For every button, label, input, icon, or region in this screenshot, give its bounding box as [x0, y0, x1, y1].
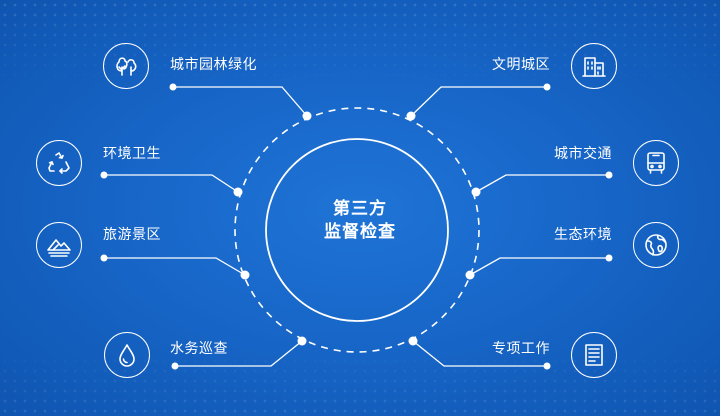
bus-icon: [633, 140, 679, 186]
node-label-sanitation: 环境卫生: [103, 146, 161, 162]
node-label-special: 专项工作: [492, 341, 550, 357]
connector-civilized: [410, 86, 547, 117]
recycle-icon: [36, 140, 82, 186]
connector-landscaping: [173, 86, 308, 117]
end-dot: [543, 362, 551, 370]
end-dot: [100, 254, 108, 262]
connector-water: [175, 340, 303, 367]
mountain-icon: [36, 222, 82, 268]
end-dot: [171, 362, 179, 370]
globe-icon: [633, 222, 679, 268]
ring-dot: [297, 336, 307, 346]
ring-dot: [302, 111, 312, 121]
end-dot: [605, 254, 613, 262]
center-title-line1: 第三方: [333, 199, 387, 219]
ring-dot: [240, 270, 250, 280]
ring-dot: [408, 336, 418, 346]
connector-traffic: [475, 174, 609, 193]
end-dot: [100, 171, 108, 179]
connector-ecology: [469, 257, 609, 276]
center-title-line2: 监督检查: [324, 222, 396, 242]
connector-sanitation: [104, 174, 239, 193]
water-drop-icon: [104, 332, 150, 378]
node-label-civilized: 文明城区: [492, 57, 550, 73]
tree-icon: [103, 43, 149, 89]
outer-dashed-ring: [234, 107, 480, 353]
center-title: 第三方 监督检查: [300, 198, 420, 244]
connector-scenic: [104, 257, 246, 276]
end-dot: [605, 171, 613, 179]
document-icon: [571, 332, 617, 378]
ring-dot: [233, 187, 243, 197]
ring-dot: [471, 187, 481, 197]
end-dot: [543, 83, 551, 91]
end-dot: [169, 83, 177, 91]
node-label-ecology: 生态环境: [554, 227, 612, 243]
ring-dot: [465, 270, 475, 280]
building-icon: [571, 43, 617, 89]
inner-ring: [265, 138, 449, 322]
node-label-traffic: 城市交通: [554, 146, 612, 162]
node-label-landscaping: 城市园林绿化: [170, 57, 257, 73]
node-label-scenic: 旅游景区: [103, 227, 161, 243]
node-label-water: 水务巡查: [170, 341, 228, 357]
connector-special: [412, 340, 547, 367]
ring-dot: [406, 111, 416, 121]
